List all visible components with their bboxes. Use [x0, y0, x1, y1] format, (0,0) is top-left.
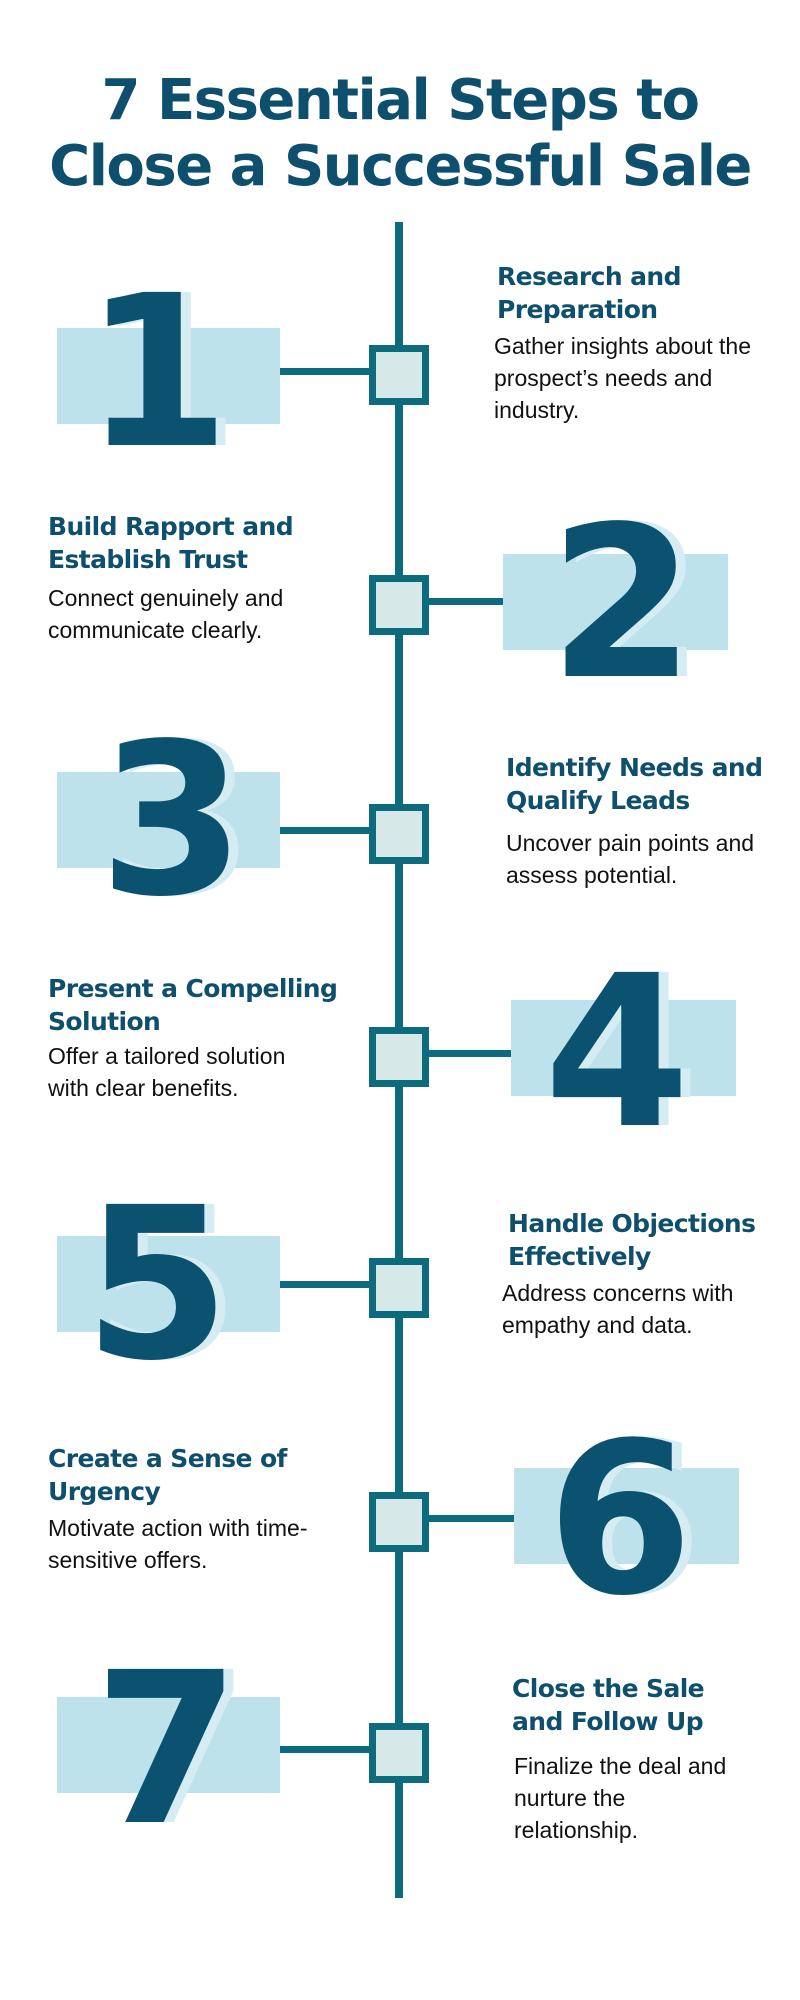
step-3-node — [369, 804, 429, 864]
step-4-title: Present a Compelling Solution — [48, 974, 338, 1036]
step-1-connector — [280, 368, 375, 375]
title-line-1: 7 Essential Steps to — [101, 68, 700, 133]
step-1-node — [369, 345, 429, 405]
step-6-description: Motivate action with time- sensitive off… — [48, 1515, 308, 1573]
step-6-number-block — [514, 1468, 739, 1564]
step-6-connector — [429, 1515, 514, 1522]
step-5-description: Address concerns with empathy and data. — [502, 1280, 734, 1338]
step-2-description: Connect genuinely and communicate clearl… — [48, 585, 284, 643]
step-3-description: Uncover pain points and assess potential… — [506, 830, 755, 888]
step-2-connector — [429, 598, 504, 605]
step-4-number-block — [511, 1000, 736, 1096]
step-4-number-value: 4 — [543, 930, 690, 1175]
step-7-number-shadow: 7 — [103, 1627, 250, 1872]
step-3-number: 3 3 — [40, 716, 300, 926]
step-7-title: Close the Sale and Follow Up — [512, 1674, 705, 1736]
step-4-number-shadow: 4 — [553, 930, 700, 1175]
step-1-number-value: 1 — [83, 250, 230, 495]
step-7-node — [369, 1723, 429, 1783]
step-6-node — [369, 1492, 429, 1552]
step-3-number-block — [57, 772, 280, 868]
step-7-number-block — [57, 1697, 280, 1793]
step-5-number-block — [57, 1236, 280, 1332]
step-5-number: 5 5 — [25, 1180, 285, 1390]
step-3-connector — [280, 827, 375, 834]
step-1-number-block — [57, 328, 280, 424]
step-2-number-block — [503, 554, 728, 650]
step-7-number: 7 7 — [35, 1645, 295, 1855]
step-1-title: Research and Preparation — [497, 262, 682, 324]
step-3-number-value: 3 — [98, 698, 245, 943]
step-5-connector — [280, 1281, 375, 1288]
step-4-description: Offer a tailored solution with clear ben… — [48, 1043, 286, 1101]
step-5-title: Handle Objections Effectively — [508, 1209, 756, 1271]
step-7-description: Finalize the deal and nurture the relati… — [514, 1753, 727, 1843]
step-2-number: 2 2 — [490, 499, 750, 709]
step-6-number: 6 6 — [488, 1415, 748, 1625]
step-7-connector — [280, 1746, 375, 1753]
step-6-number-shadow: 6 — [556, 1397, 703, 1642]
step-1-number-shadow: 1 — [93, 250, 240, 495]
page-title: 7 Essential Steps to Close a Successful … — [0, 68, 800, 200]
step-6-number-value: 6 — [546, 1397, 693, 1642]
step-2-number-value: 2 — [548, 481, 695, 726]
step-7-number-value: 7 — [93, 1627, 240, 1872]
step-2-title: Build Rapport and Establish Trust — [48, 512, 294, 574]
step-4-connector — [429, 1050, 511, 1057]
step-6-title: Create a Sense of Urgency — [48, 1444, 287, 1506]
step-4-number: 4 4 — [485, 948, 745, 1158]
step-3-title: Identify Needs and Qualify Leads — [506, 753, 763, 815]
step-4-node — [369, 1027, 429, 1087]
title-line-2: Close a Successful Sale — [49, 134, 752, 199]
step-1-description: Gather insights about the prospect’s nee… — [494, 333, 751, 423]
step-2-number-shadow: 2 — [558, 481, 705, 726]
step-5-number-shadow: 5 — [93, 1162, 240, 1407]
step-1-number: 1 1 — [25, 268, 285, 478]
step-5-number-value: 5 — [83, 1162, 230, 1407]
step-2-node — [369, 575, 429, 635]
step-3-number-shadow: 3 — [108, 698, 255, 943]
step-5-node — [369, 1258, 429, 1318]
